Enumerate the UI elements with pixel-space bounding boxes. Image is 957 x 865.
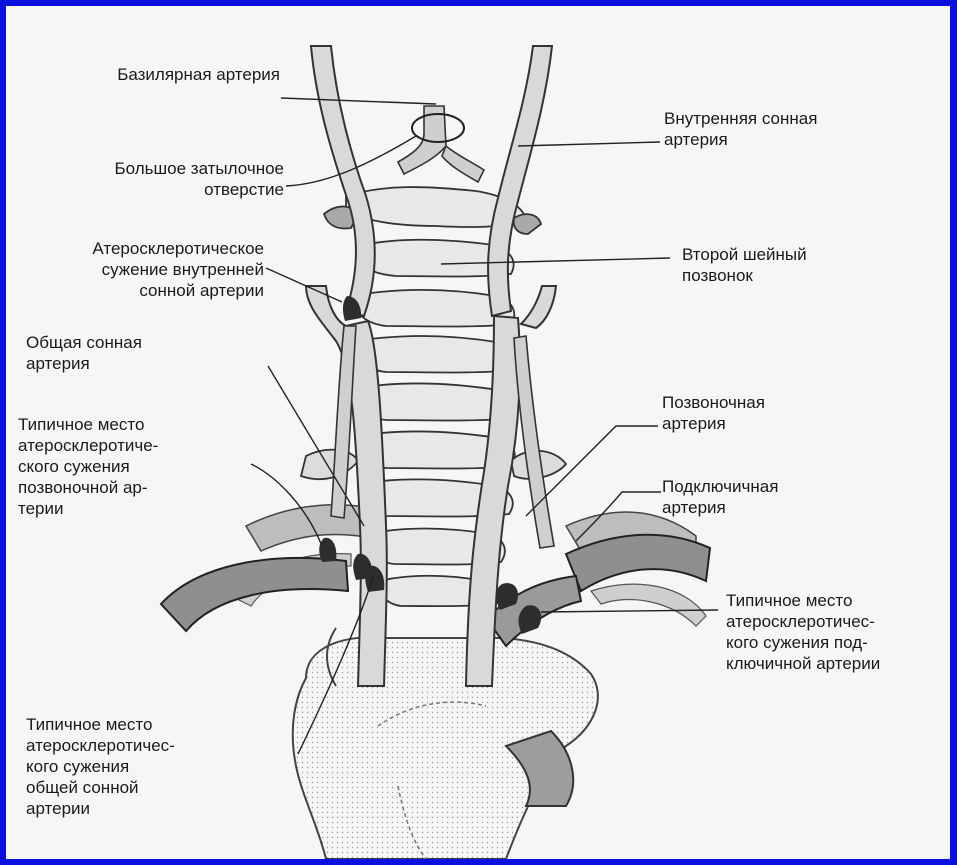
label-basilar-artery: Базилярная артерия <box>40 64 280 85</box>
figure-frame: Базилярная артерия Большое затылочное от… <box>6 6 950 859</box>
label-common-carotid: Общая сонная артерия <box>26 332 226 374</box>
label-vertebral-artery: Позвоночная артерия <box>662 392 882 434</box>
aortic-arch <box>293 628 598 859</box>
label-typical-common-carotid-stenosis: Типичное место атеросклеротичес- кого су… <box>26 714 266 819</box>
label-foramen-magnum: Большое затылочное отверстие <box>30 158 284 200</box>
label-internal-carotid: Внутренняя сонная артерия <box>664 108 924 150</box>
label-athero-internal-carotid: Атеросклеротическое сужение внутренней с… <box>18 238 264 301</box>
label-typical-vertebral-stenosis: Типичное место атеросклеротиче- ского су… <box>18 414 238 519</box>
label-second-cervical-vertebra: Второй шейный позвонок <box>682 244 902 286</box>
stenosis-vertebral <box>319 538 336 562</box>
label-subclavian-artery: Подключичная артерия <box>662 476 882 518</box>
label-typical-subclavian-stenosis: Типичное место атеросклеротичес- кого су… <box>726 590 948 674</box>
